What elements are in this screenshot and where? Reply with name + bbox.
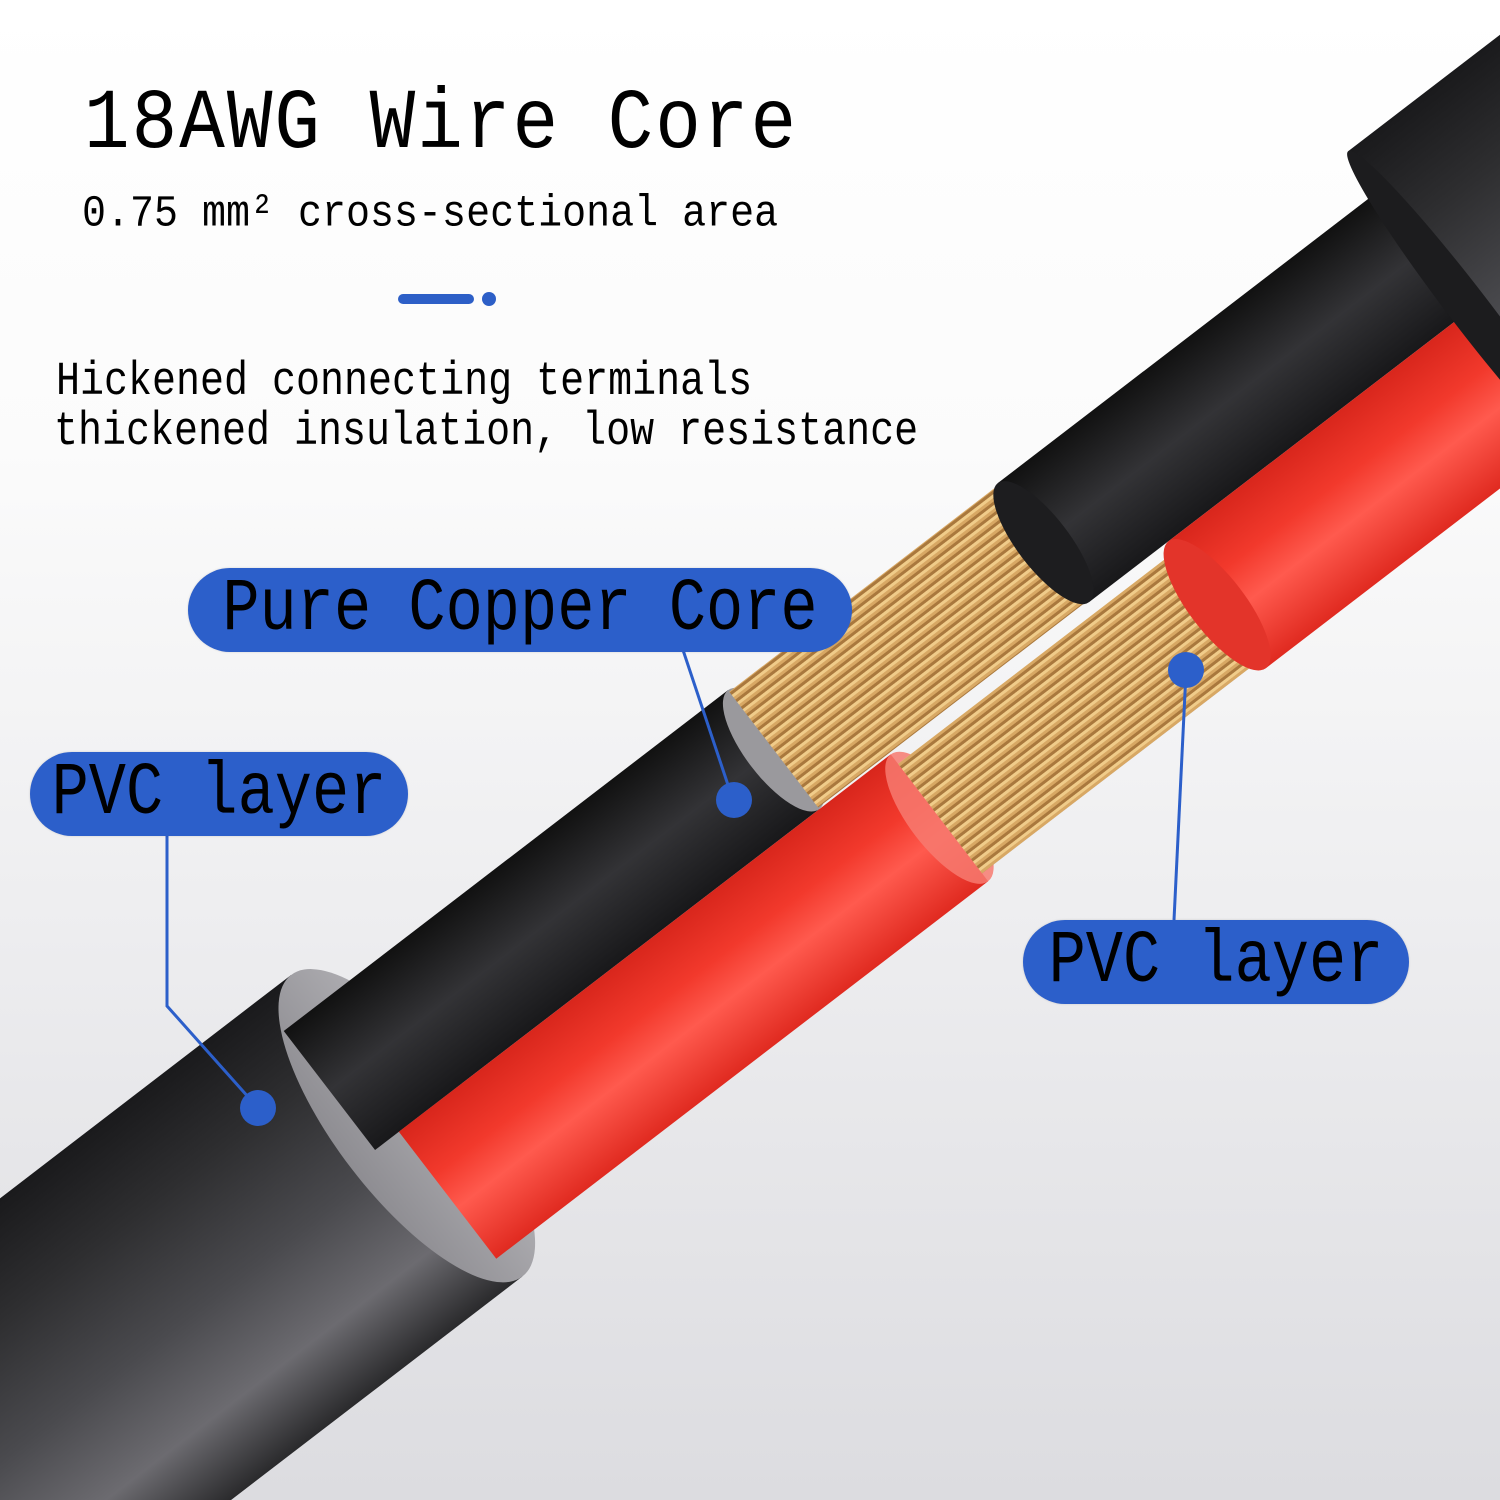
- divider-dash-icon: [398, 294, 474, 304]
- callout-pvc-layer-left: PVC layer: [30, 752, 408, 836]
- divider-dot-icon: [482, 292, 496, 306]
- description-line-2: thickened insulation, low resistance: [54, 406, 919, 460]
- leader-dot-pvc-right: [1168, 652, 1204, 688]
- description-line-1: Hickened connecting terminals: [56, 356, 753, 410]
- callout-label: PVC layer: [1048, 918, 1384, 1004]
- page-title: 18AWG Wire Core: [84, 76, 799, 173]
- callout-label: Pure Copper Core: [222, 566, 818, 652]
- cross-section-subtitle: 0.75 mm² cross-sectional area: [82, 189, 779, 241]
- outer-jacket-left: [0, 974, 523, 1500]
- outer-jacket-right: [1348, 0, 1500, 469]
- callout-pvc-layer-right: PVC layer: [1023, 920, 1409, 1004]
- outer-jacket-left-cap: [278, 969, 536, 1283]
- leader-pvc-left: [165, 836, 260, 1109]
- black-inner-insulation-upper: [997, 105, 1500, 603]
- leader-dot-pvc-left: [240, 1090, 276, 1126]
- callout-pure-copper-core: Pure Copper Core: [188, 568, 852, 652]
- callout-label: PVC layer: [51, 750, 387, 836]
- red-inner-insulation-lower: [398, 754, 989, 1259]
- leader-copper: [681, 649, 735, 801]
- leader-pvc-right: [1172, 671, 1188, 921]
- leader-dot-copper: [716, 782, 752, 818]
- red-inner-insulation-upper: [1168, 200, 1500, 669]
- copper-strands-lower: [898, 538, 1276, 874]
